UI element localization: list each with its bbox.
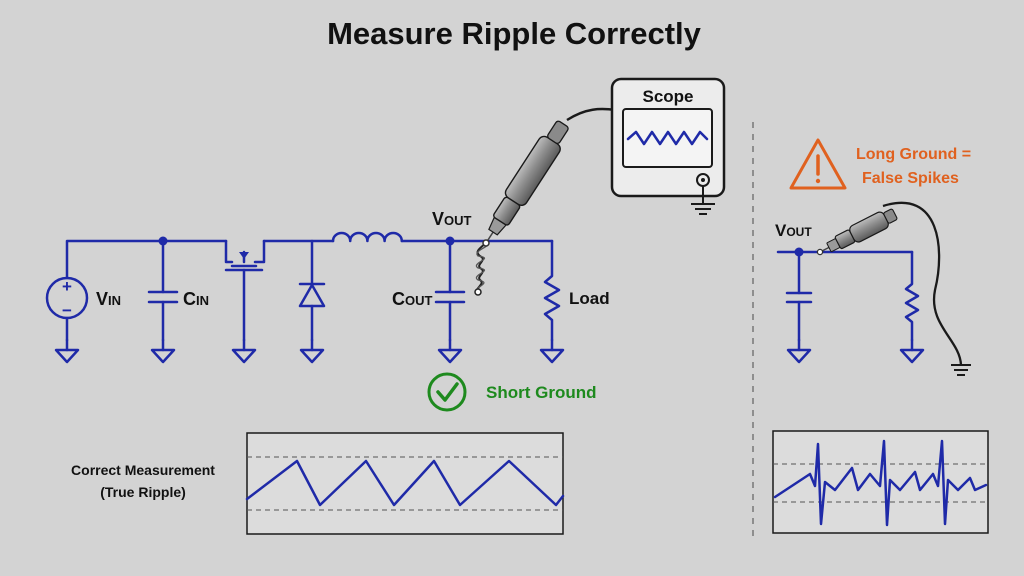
long-ground-line1: Long Ground = <box>856 146 971 163</box>
cout-label: COUT <box>392 289 433 309</box>
false-spike-waveform <box>773 439 988 527</box>
vin-minus: − <box>62 301 72 320</box>
vout-label: VOUT <box>432 209 472 229</box>
scope-screen <box>622 108 713 168</box>
cin-label: CIN <box>183 289 209 309</box>
short-ground-label: Short Ground <box>486 383 596 402</box>
long-ground-callout: Long Ground = False Spikes <box>789 138 971 190</box>
side-load-resistor <box>904 250 920 342</box>
vin-label: VIN <box>96 289 121 309</box>
page-title: Measure Ripple Correctly <box>327 16 702 51</box>
long-ground-lead <box>882 201 971 376</box>
load-resistor <box>539 239 565 364</box>
diode <box>298 239 326 364</box>
side-vout-label: VOUT <box>775 221 812 240</box>
oscilloscope-probe <box>485 120 569 244</box>
check-circle-icon <box>427 372 467 412</box>
inductor <box>331 231 404 243</box>
correct-caption-line2: (True Ripple) <box>100 484 186 500</box>
scope-instrument: Scope <box>610 77 726 215</box>
side-circuit: VOUT <box>775 221 925 364</box>
long-ground-line2: False Spikes <box>862 170 959 187</box>
false-spikes-plot <box>772 430 989 534</box>
vin-plus: + <box>62 277 72 296</box>
short-ground-callout: Short Ground <box>427 372 596 412</box>
short-ground-spring <box>474 242 489 296</box>
scope-label: Scope <box>642 87 693 106</box>
correct-caption-line1: Correct Measurement <box>71 462 215 478</box>
load-label: Load <box>569 289 610 308</box>
probe-cable <box>566 107 617 122</box>
main-circuit: + − VIN CIN <box>45 209 610 364</box>
warning-triangle-icon <box>789 138 847 190</box>
true-ripple-waveform <box>245 459 565 507</box>
true-ripple-plot <box>245 432 565 535</box>
mosfet-switch <box>224 239 266 364</box>
side-oscilloscope-probe <box>819 208 898 253</box>
